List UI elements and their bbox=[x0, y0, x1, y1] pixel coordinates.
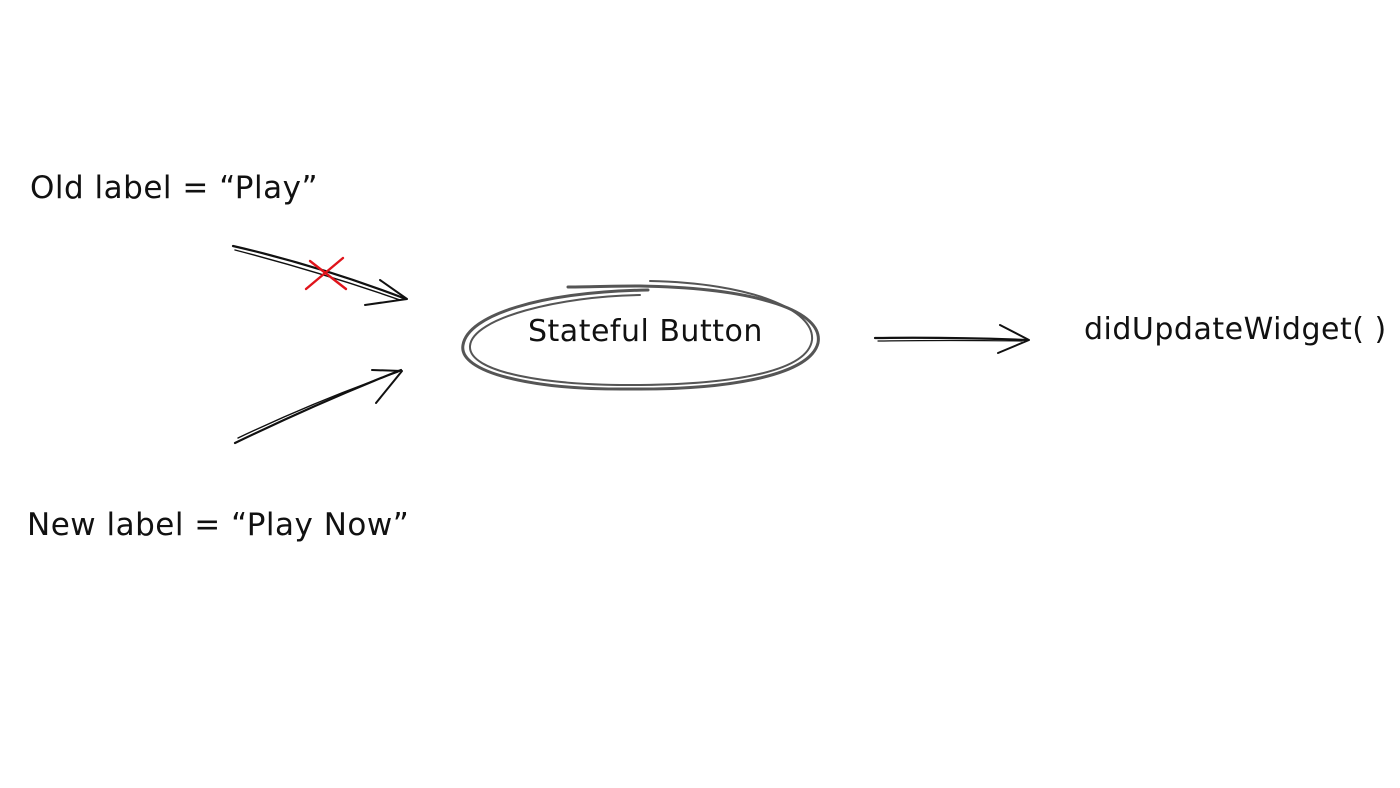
new-label-arrow bbox=[233, 368, 403, 445]
old-label-text: Old label = “Play” bbox=[30, 170, 319, 206]
did-update-widget-label: didUpdateWidget( ) bbox=[1084, 312, 1387, 347]
stateful-button-node: Stateful Button bbox=[528, 314, 763, 349]
reject-x-icon bbox=[304, 256, 348, 291]
new-label-text: New label = “Play Now” bbox=[27, 507, 410, 543]
node-outline bbox=[461, 280, 820, 391]
output-arrow bbox=[873, 324, 1030, 354]
old-label-arrow bbox=[231, 244, 408, 306]
